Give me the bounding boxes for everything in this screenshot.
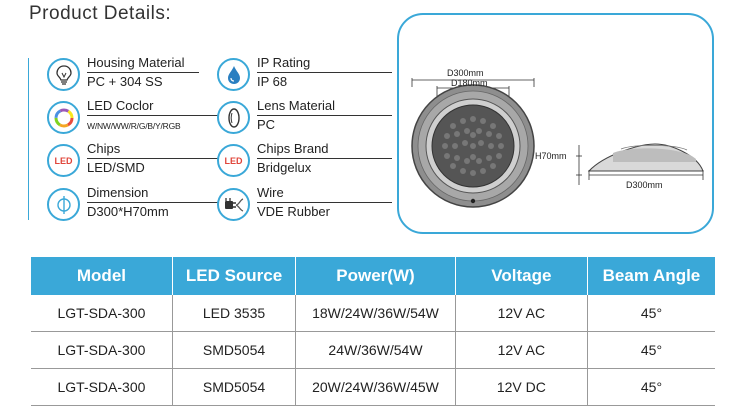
spec-table: Model LED Source Power(W) Voltage Beam A… bbox=[31, 257, 715, 406]
lens-icon bbox=[217, 101, 250, 134]
product-drawing bbox=[411, 78, 704, 208]
spec-label: Lens Material bbox=[257, 98, 336, 113]
spec-underline bbox=[87, 115, 237, 116]
accent-line bbox=[28, 58, 29, 220]
spec-chips-brand: LED Chips Brand Bridgelux bbox=[217, 141, 392, 181]
spec-ip-rating: IP Rating IP 68 bbox=[217, 55, 392, 95]
col-header-model: Model bbox=[31, 257, 173, 295]
bulb-icon bbox=[47, 58, 80, 91]
led-icon: LED bbox=[47, 144, 80, 177]
table-row: LGT-SDA-300 SMD5054 24W/36W/54W 12V AC 4… bbox=[31, 331, 715, 369]
spec-value: PC + 304 SS bbox=[87, 74, 163, 89]
spec-underline bbox=[257, 202, 392, 203]
spec-dimension: Dimension D300*H70mm bbox=[47, 185, 237, 225]
spec-label: Housing Material bbox=[87, 55, 185, 70]
cell-voltage: 12V DC bbox=[454, 368, 588, 406]
spec-underline bbox=[257, 72, 392, 73]
spec-label: Chips Brand bbox=[257, 141, 329, 156]
spec-label: Chips bbox=[87, 141, 121, 156]
spec-value: W/NW/WW/R/G/B/Y/RGB bbox=[87, 121, 181, 131]
spec-wire: Wire VDE Rubber bbox=[217, 185, 392, 225]
spec-underline bbox=[87, 72, 199, 73]
spec-label: Dimension bbox=[87, 185, 149, 200]
spec-value: LED/SMD bbox=[87, 160, 145, 175]
color-ring-icon bbox=[47, 101, 80, 134]
spec-label: LED Coclor bbox=[87, 98, 154, 113]
table-row: LGT-SDA-300 LED 3535 18W/24W/36W/54W 12V… bbox=[31, 295, 715, 332]
cell-power: 18W/24W/36W/54W bbox=[295, 295, 456, 332]
cell-beam-angle: 45° bbox=[586, 295, 715, 332]
led-icon: LED bbox=[217, 144, 250, 177]
spec-underline bbox=[257, 115, 392, 116]
height-label: H70mm bbox=[535, 151, 567, 161]
cell-beam-angle: 45° bbox=[586, 331, 715, 369]
spec-value: IP 68 bbox=[257, 74, 288, 89]
spec-led-color: LED Coclor W/NW/WW/R/G/B/Y/RGB bbox=[47, 98, 237, 138]
spec-label: IP Rating bbox=[257, 55, 311, 70]
diameter-icon bbox=[47, 188, 80, 221]
cell-model: LGT-SDA-300 bbox=[31, 368, 173, 406]
inner-diameter-label: D180mm bbox=[451, 78, 488, 88]
spec-value: Bridgelux bbox=[257, 160, 312, 175]
cell-beam-angle: 45° bbox=[586, 368, 715, 406]
cell-led-source: SMD5054 bbox=[171, 368, 296, 406]
cell-led-source: LED 3535 bbox=[171, 295, 296, 332]
spec-label: Wire bbox=[257, 185, 284, 200]
spec-value: D300*H70mm bbox=[87, 204, 169, 219]
page-title: Product Details: bbox=[29, 3, 172, 24]
cell-model: LGT-SDA-300 bbox=[31, 331, 173, 369]
col-header-led-source: LED Source bbox=[171, 257, 296, 295]
spec-value: VDE Rubber bbox=[257, 204, 330, 219]
spec-value: PC bbox=[257, 117, 276, 132]
col-header-beam-angle: Beam Angle bbox=[586, 257, 715, 295]
spec-lens-material: Lens Material PC bbox=[217, 98, 392, 138]
table-row: LGT-SDA-300 SMD5054 20W/24W/36W/45W 12V … bbox=[31, 368, 715, 406]
col-header-voltage: Voltage bbox=[454, 257, 588, 295]
spec-underline bbox=[87, 202, 237, 203]
side-diameter-label: D300mm bbox=[626, 180, 663, 190]
spec-chips: LED Chips LED/SMD bbox=[47, 141, 237, 181]
col-header-power: Power(W) bbox=[295, 257, 456, 295]
table-header-row: Model LED Source Power(W) Voltage Beam A… bbox=[31, 257, 715, 295]
plug-icon bbox=[217, 188, 250, 221]
dimension-drawing-panel: D300mm D180mm H70mm D300mm bbox=[397, 13, 714, 234]
cell-voltage: 12V AC bbox=[454, 331, 588, 369]
water-drop-icon bbox=[217, 58, 250, 91]
outer-diameter-label: D300mm bbox=[447, 68, 484, 78]
cell-model: LGT-SDA-300 bbox=[31, 295, 173, 332]
cell-voltage: 12V AC bbox=[454, 295, 588, 332]
spec-housing-material: Housing Material PC + 304 SS bbox=[47, 55, 207, 95]
spec-underline bbox=[257, 158, 392, 159]
spec-underline bbox=[87, 158, 237, 159]
cell-power: 20W/24W/36W/45W bbox=[295, 368, 456, 406]
cell-led-source: SMD5054 bbox=[171, 331, 296, 369]
cell-power: 24W/36W/54W bbox=[295, 331, 456, 369]
